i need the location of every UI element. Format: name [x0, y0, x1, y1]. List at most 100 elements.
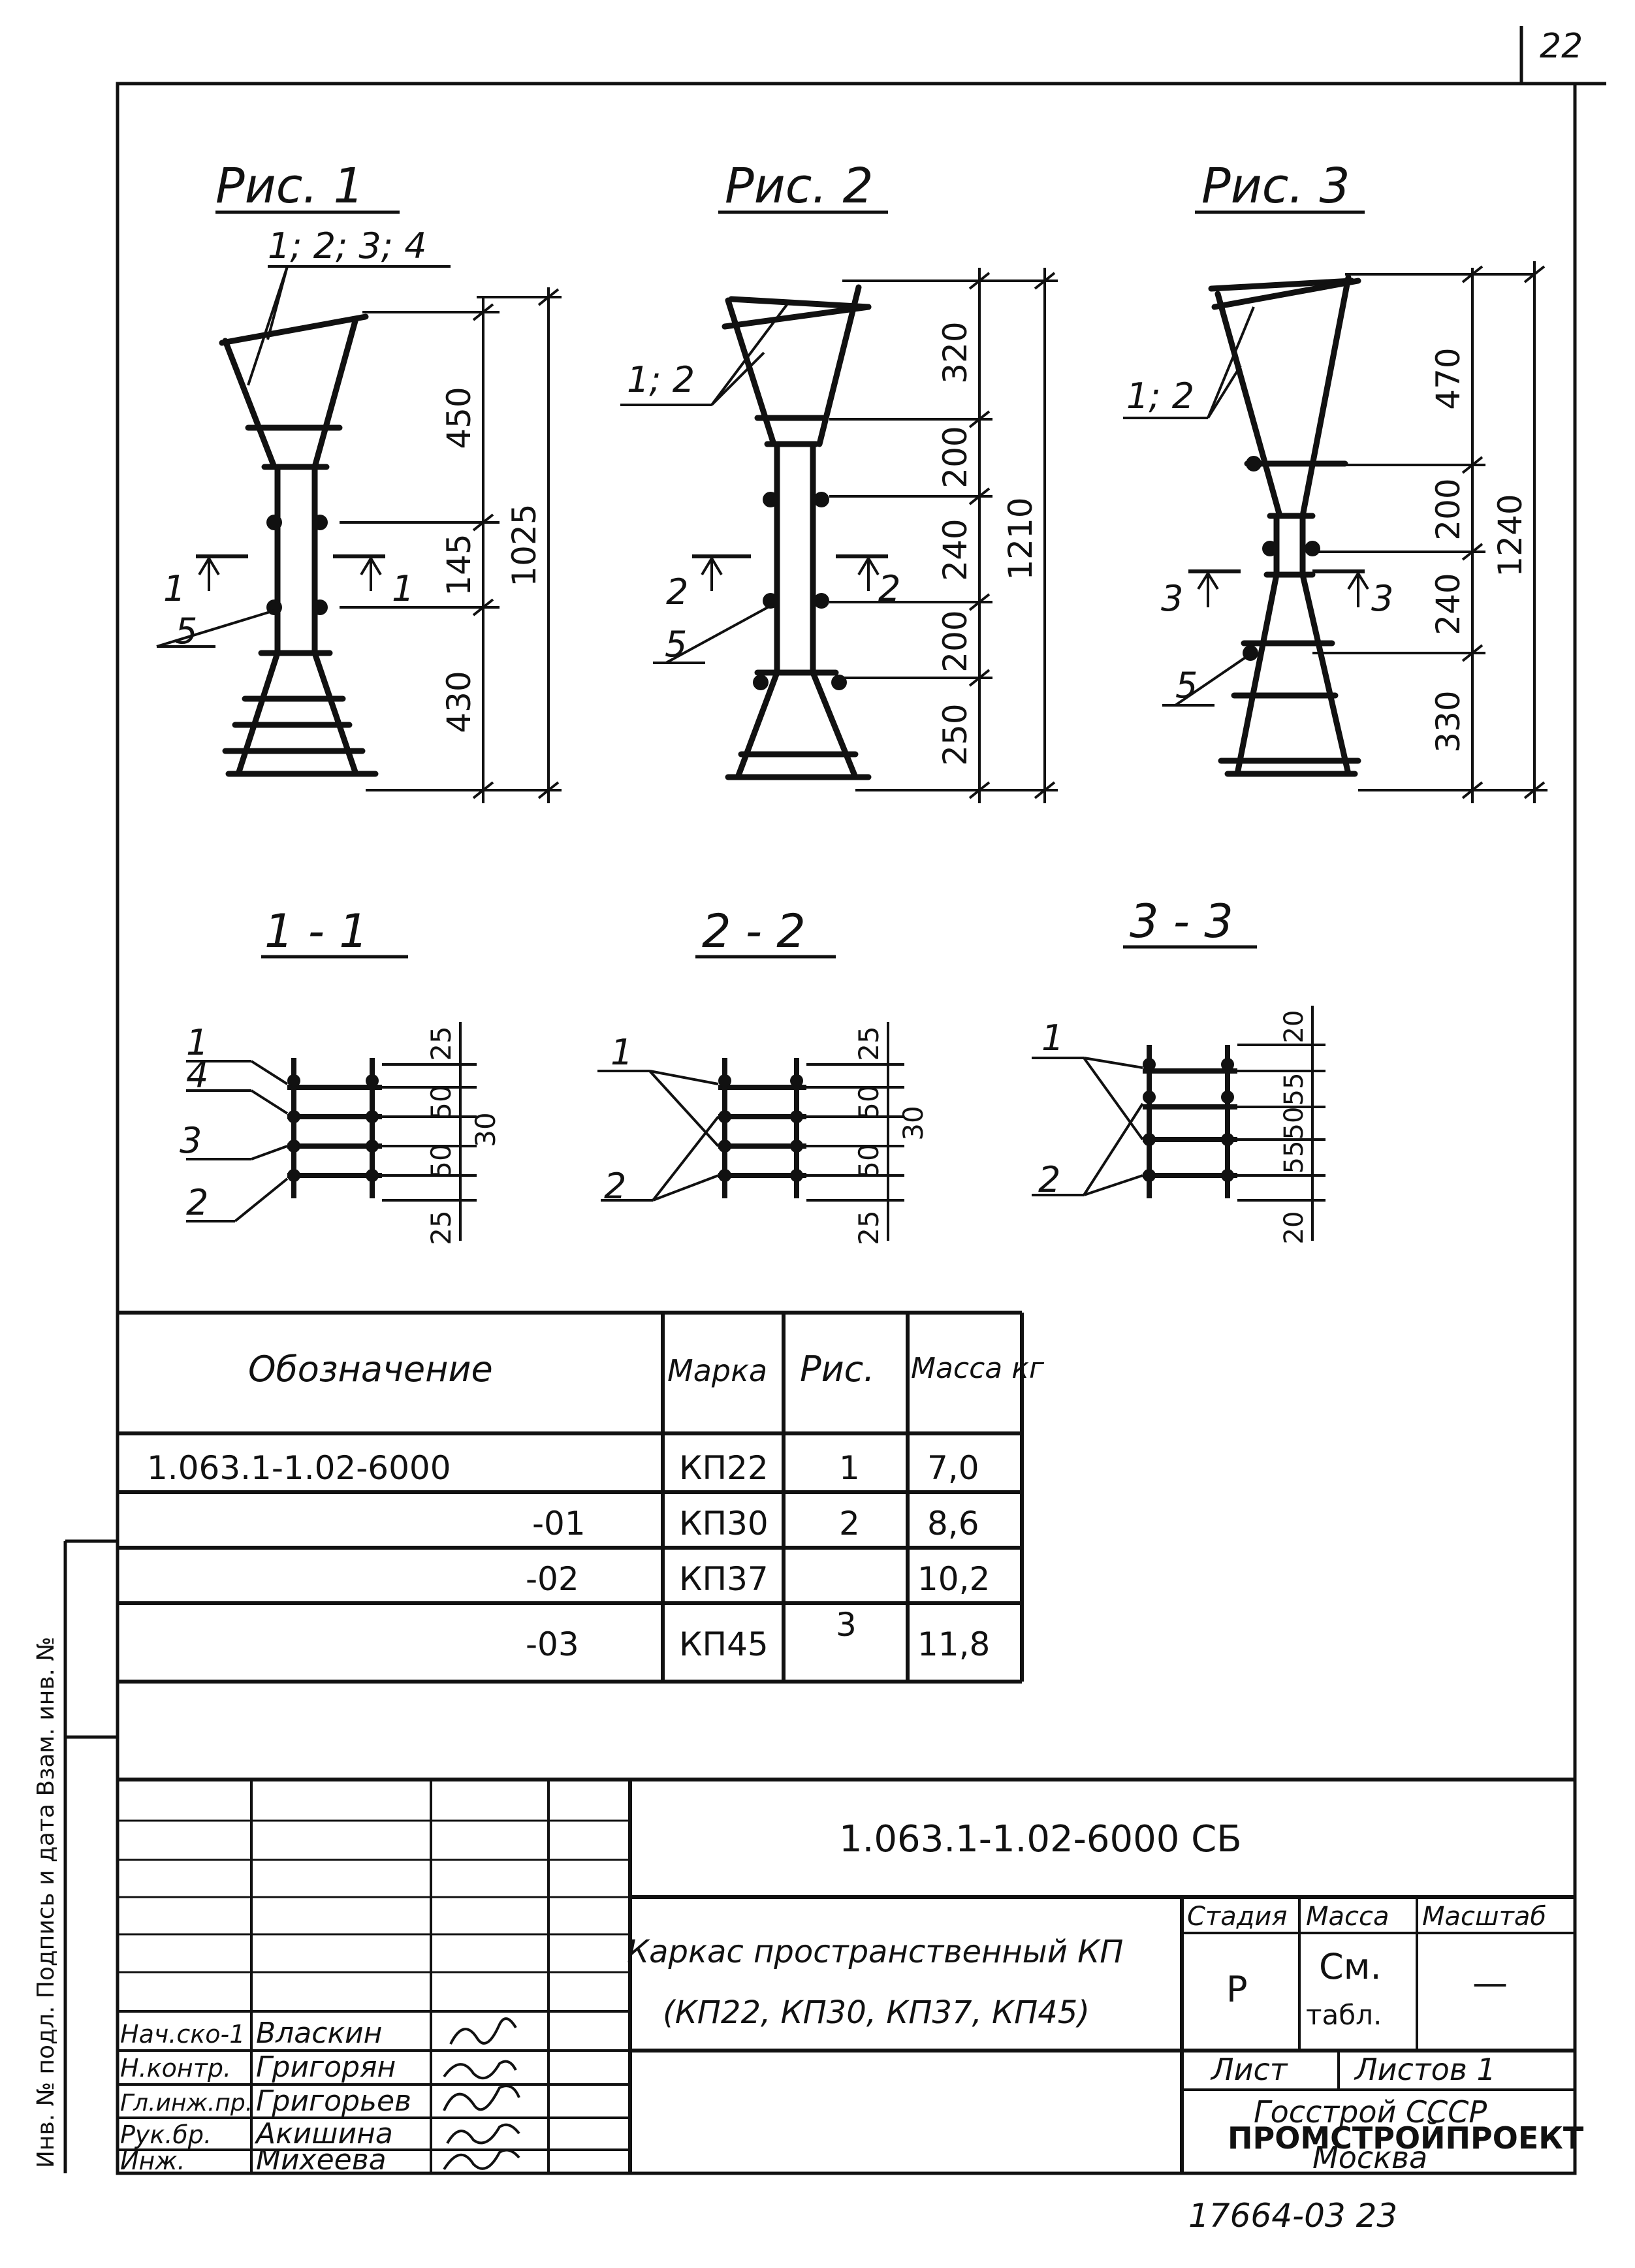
section-3-3-label-1: 1: [1041, 1017, 1064, 1059]
signature-name-4: Акишина: [254, 2117, 393, 2150]
title-block: 1.063.1-1.02-6000 СБ Каркас пространстве…: [118, 1778, 1584, 2177]
figure-1-title: Рис. 1: [215, 158, 364, 214]
figure-1-frame: [219, 313, 379, 777]
section-3-3-dim-4: 55: [1279, 1141, 1309, 1174]
spec-table: Обозначение Марка Рис. Масса кг 1.063.1-…: [118, 1311, 1045, 1684]
section-2-2-total: 30: [897, 1106, 929, 1140]
signature-role-3: Гл.инж.пр.: [120, 2090, 253, 2116]
spec-row-4-designation: -03: [526, 1625, 579, 1663]
figure-1-dim-3: 430: [440, 671, 478, 733]
signature-name-1: Власкин: [256, 2017, 382, 2050]
sheet-frame: [116, 26, 1606, 2175]
org-line-1: Госстрой СССР: [1254, 2094, 1487, 2130]
figure-2-title: Рис. 2: [725, 158, 874, 214]
section-2-2-dim-1: 25: [853, 1026, 885, 1061]
figure-1: Рис. 1 1; 2; 3; 4: [156, 158, 562, 803]
spec-row-3-fig: 3: [836, 1606, 857, 1644]
section-2-2-title: 2 - 2: [702, 904, 806, 958]
spec-row-3-designation: -02: [526, 1560, 579, 1598]
figure-3-total: 1240: [1491, 494, 1529, 577]
section-1-1-label-1: 1: [186, 1022, 208, 1063]
figure-3-section-mark-left: 3: [1161, 578, 1183, 619]
spec-header-mark: Марка: [667, 1353, 767, 1388]
figure-2-dim-1: 320: [936, 321, 974, 383]
figure-1-dim-1: 450: [440, 387, 478, 449]
figure-3-title: Рис. 3: [1201, 158, 1350, 214]
section-3-3: 3 - 3: [1032, 895, 1325, 1244]
section-2-2-label-1: 1: [611, 1032, 633, 1073]
spec-row-3-mass: 10,2: [917, 1560, 990, 1598]
figure-2-dim-5: 250: [936, 703, 974, 765]
figure-3-callout-bars: 1; 2: [1126, 375, 1194, 417]
figure-3-frame: [1208, 274, 1361, 777]
spec-row-2-fig: 2: [839, 1505, 860, 1542]
org-line-2: ПРОМСТРОЙПРОЕКТ: [1228, 2120, 1584, 2156]
section-1-1-dim-2: 50: [425, 1085, 457, 1119]
figure-2-frame: [722, 284, 872, 780]
spec-header-designation: Обозначение: [248, 1349, 493, 1390]
figure-3-dim-3: 240: [1429, 573, 1467, 635]
mass-value-2: табл.: [1306, 1999, 1382, 2031]
org-line-3: Москва: [1312, 2140, 1427, 2175]
section-2-2-label-2: 2: [604, 1166, 626, 1207]
figure-1-section-mark-right: 1: [392, 568, 414, 609]
section-1-1-title: 1 - 1: [264, 904, 368, 958]
figure-1-section-mark-left: 1: [163, 568, 185, 609]
section-2-2-dim-2: 50: [853, 1085, 885, 1119]
section-1-1-total: 30: [469, 1112, 501, 1147]
mass-value-1: См.: [1319, 1946, 1382, 1987]
figure-1-callout-bars: 1; 2; 3; 4: [268, 225, 427, 266]
footer-code: 17664-03 23: [1188, 2197, 1397, 2235]
section-3-3-dim-1: 20: [1279, 1010, 1309, 1044]
section-3-3-label-2: 2: [1038, 1159, 1060, 1200]
signature-name-5: Михеева: [256, 2143, 387, 2177]
signature-name-3: Григорьев: [256, 2084, 411, 2118]
figure-2-section-mark-left: 2: [666, 571, 688, 613]
sheets-label: Листов 1: [1354, 2052, 1496, 2087]
figure-1-dim-2: 145: [440, 534, 478, 596]
section-2-2-dim-4: 25: [853, 1210, 885, 1245]
section-1-1-dim-3: 50: [425, 1143, 457, 1178]
signature-name-2: Григорян: [256, 2051, 396, 2084]
spec-row-1-fig: 1: [839, 1449, 860, 1487]
stage-value: Р: [1226, 1969, 1248, 2010]
signature-role-1: Нач.ско-1: [120, 2020, 245, 2049]
figure-3-dim-4: 330: [1429, 690, 1467, 752]
spec-row-4-mass: 11,8: [917, 1625, 990, 1663]
section-3-3-title: 3 - 3: [1130, 895, 1233, 948]
title-line-2: (КП22, КП30, КП37, КП45): [663, 1994, 1090, 2031]
section-2-2: 2 - 2: [597, 904, 929, 1245]
section-3-3-dim-2: 55: [1279, 1073, 1309, 1106]
figure-3: Рис. 3: [1123, 158, 1548, 803]
section-3-3-dim-5: 20: [1279, 1211, 1309, 1245]
figure-2-dim-4: 200: [936, 610, 974, 672]
figure-2-callout-post: 5: [665, 624, 687, 665]
figure-1-total: 1025: [505, 503, 543, 586]
doc-code: 1.063.1-1.02-6000 СБ: [839, 1818, 1242, 1861]
side-stamp: Инв. № подл. Подпись и дата Взам. инв. №: [33, 1637, 59, 2168]
figure-2-dim-3: 240: [936, 519, 974, 581]
scale-label: Масштаб: [1422, 1902, 1546, 1932]
stage-label: Стадия: [1187, 1902, 1287, 1932]
left-margin-stamp: Инв. № подл. Подпись и дата Взам. инв. №: [33, 1539, 118, 2173]
section-1-1-dim-4: 25: [425, 1210, 457, 1245]
spec-row-2-mass: 8,6: [927, 1505, 979, 1542]
section-1-1: 1 - 1 1 4: [180, 904, 501, 1245]
spec-row-1-mark: КП22: [679, 1449, 769, 1487]
spec-header-mass: Масса кг: [911, 1352, 1045, 1385]
scale-value: —: [1472, 1962, 1508, 2004]
figure-3-dim-1: 470: [1429, 347, 1467, 409]
section-1-1-label-4: 2: [186, 1182, 208, 1223]
figure-2: Рис. 2: [620, 158, 1058, 803]
figure-2-callout-bars: 1; 2: [627, 359, 695, 400]
signature-role-2: Н.контр.: [120, 2054, 231, 2083]
figure-2-total: 1210: [1002, 497, 1040, 580]
figure-1-callout-post: 5: [175, 611, 197, 652]
spec-row-1-designation: 1.063.1-1.02-6000: [147, 1449, 451, 1487]
section-1-1-label-2: 4: [186, 1055, 208, 1096]
spec-row-1-mass: 7,0: [927, 1449, 979, 1487]
spec-row-2-designation: -01: [532, 1505, 586, 1542]
spec-row-4-mark: КП45: [679, 1625, 769, 1663]
title-line-1: Каркас пространственный КП: [627, 1934, 1123, 1970]
